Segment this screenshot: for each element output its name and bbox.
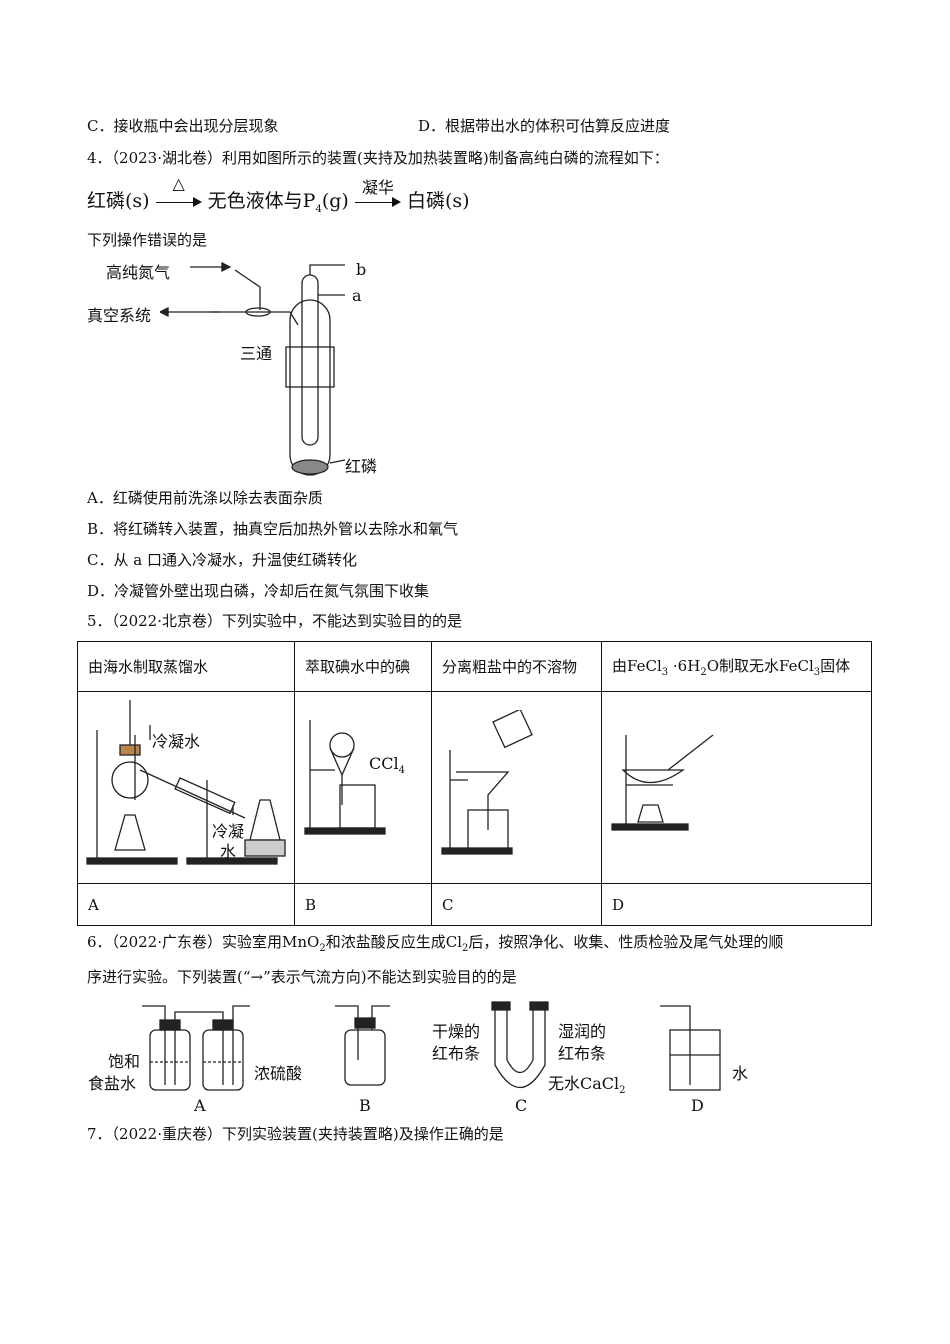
label-brine-2: 食盐水 <box>88 1074 137 1093</box>
header-cell: 由海水制取蒸馏水 <box>77 641 295 692</box>
label-cacl2: 无水CaCl2 <box>548 1074 626 1097</box>
label-three-way: 三通 <box>240 344 273 363</box>
q4-apparatus-figure <box>160 261 346 476</box>
label-wet: 湿润的 <box>558 1022 607 1041</box>
label-b: B <box>359 1096 371 1115</box>
label-red-p: 红磷 <box>345 457 378 476</box>
label-cell: D <box>601 883 872 926</box>
label-cond-water-2b: 水 <box>220 842 237 861</box>
label-c: C <box>515 1096 528 1115</box>
header-cell: 由FeCl3 ·6H2O制取无水FeCl3固体 <box>601 641 872 692</box>
q6-stem-line1: 6．（2022·广东卷）实验室用MnO2和浓盐酸反应生成Cl2后，按照净化、收集… <box>87 933 784 954</box>
distillation-figure <box>86 700 286 865</box>
q4-option-a: A．红磷使用前洗涤以除去表面杂质 <box>87 489 323 507</box>
header-cell: 分离粗盐中的不溶物 <box>431 641 602 692</box>
arrow-icon: △ <box>155 174 202 212</box>
label-cell: C <box>431 883 602 926</box>
header-cell: 萃取碘水中的碘 <box>294 641 432 692</box>
q7-stem: 7．（2022·重庆卷）下列实验装置(夹持装置略)及操作正确的是 <box>87 1125 504 1143</box>
q4-option-b: B．将红磷转入装置，抽真空后加热外管以去除水和氧气 <box>87 520 459 538</box>
q4-option-d: D．冷凝管外壁出现白磷，冷却后在氮气氛围下收集 <box>87 582 430 600</box>
table-label-row: A B C D <box>77 883 872 926</box>
filtration-figure <box>441 710 533 855</box>
label-cell: B <box>294 883 432 926</box>
label-cond-water: 冷凝水 <box>152 732 201 751</box>
q5-table: 由海水制取蒸馏水 萃取碘水中的碘 分离粗盐中的不溶物 由FeCl3 ·6H2O制… <box>77 641 872 926</box>
extraction-figure <box>304 720 386 835</box>
label-a: a <box>352 286 362 305</box>
label-dry-2: 红布条 <box>432 1044 481 1063</box>
table-header-row: 由海水制取蒸馏水 萃取碘水中的碘 分离粗盐中的不溶物 由FeCl3 ·6H2O制… <box>77 641 872 692</box>
q5-stem: 5．（2022·北京卷）下列实验中，不能达到实验目的的是 <box>87 612 462 630</box>
q4-prompt: 下列操作错误的是 <box>87 231 208 249</box>
label-d: D <box>691 1096 704 1115</box>
label-cell: A <box>77 883 295 926</box>
label-brine: 饱和 <box>108 1052 141 1071</box>
arrow-icon: 凝华 <box>354 178 401 212</box>
evaporation-figure <box>611 734 714 831</box>
q4-option-c: C．从 a 口通入冷凝水，升温使红磷转化 <box>87 551 357 569</box>
label-h2so4: 浓硫酸 <box>254 1064 303 1083</box>
label-ccl4: CCl4 <box>369 754 405 777</box>
q3-option-d: D．根据带出水的体积可估算反应进度 <box>418 117 671 135</box>
label-dry: 干燥的 <box>432 1022 481 1041</box>
q6-stem-line2: 序进行实验。下列装置(“→”表示气流方向)不能达到实验目的的是 <box>87 968 517 986</box>
q4-stem: 4．（2023·湖北卷）利用如图所示的装置(夹持及加热装置略)制备高纯白磷的流程… <box>87 149 669 167</box>
label-wet-2: 红布条 <box>558 1044 607 1063</box>
label-water: 水 <box>732 1064 749 1083</box>
label-vacuum: 真空系统 <box>87 306 152 325</box>
label-a: A <box>194 1096 206 1115</box>
q6-apparatus-figure <box>142 1001 721 1091</box>
label-b: b <box>356 260 367 279</box>
q3-option-c: C．接收瓶中会出现分层现象 <box>87 117 279 135</box>
label-cond-water-2: 冷凝 <box>212 822 245 841</box>
label-n2: 高纯氮气 <box>106 263 171 282</box>
q4-flow-equation: 红磷(s) △ 无色液体与P4(g) 凝华 白磷(s) <box>87 174 470 215</box>
